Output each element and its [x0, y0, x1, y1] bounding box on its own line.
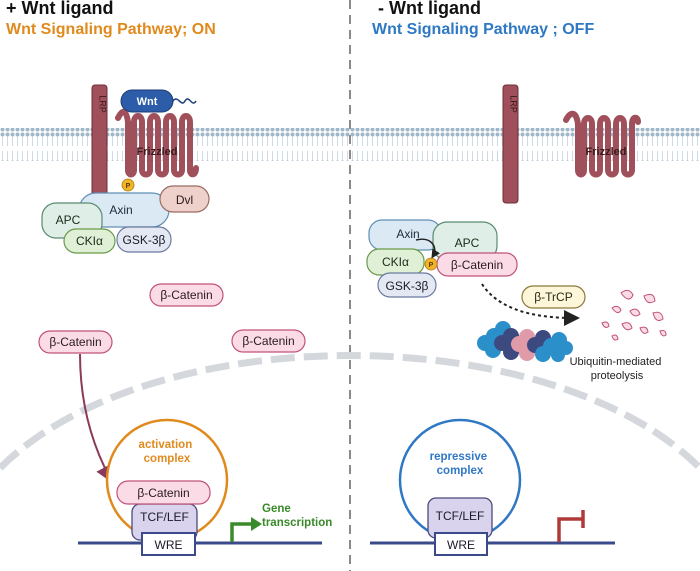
dvl	[159, 185, 210, 213]
phosphorylation-arrow	[415, 238, 440, 259]
right-panel-subheading: Wnt Signaling Pathway ; OFF	[372, 21, 595, 38]
right-panel: LRP Frizzled Axin APC CKIα GSK-3β β-Cate…	[366, 84, 667, 556]
wnt-label: Wnt	[137, 96, 158, 108]
right-phosphate-label: P	[429, 262, 434, 269]
activation-complex-label: activation complex	[139, 439, 196, 465]
btrcp	[521, 285, 586, 309]
btrcp-label: β-TrCP	[534, 290, 572, 304]
cytoplasmic-beta-catenin-2-label: β-Catenin	[242, 334, 294, 348]
proteolysis-label: Ubiquitin-mediated proteolysis	[570, 356, 665, 382]
right-gsk3b-label: GSK-3β	[386, 279, 429, 293]
right-panel-heading: - Wnt ligand	[378, 0, 481, 18]
transcription-arrowhead	[251, 517, 262, 531]
left-phosphate	[121, 178, 135, 192]
repressive-complex-line2: complex	[437, 465, 484, 477]
right-frizzled-label: Frizzled	[586, 146, 627, 158]
right-wre	[434, 532, 488, 556]
repressive-complex-line1: repressive	[430, 451, 488, 463]
nuclear-beta-catenin-label: β-Catenin	[137, 486, 189, 500]
left-wre-label: WRE	[155, 538, 183, 552]
nuclear-envelope	[0, 352, 700, 471]
left-wre	[141, 532, 196, 556]
translocating-beta-catenin	[38, 330, 113, 354]
left-gsk3b	[116, 226, 172, 253]
right-gsk3b	[377, 272, 437, 298]
cytoplasmic-beta-catenin-label: β-Catenin	[160, 288, 212, 302]
left-frizzled-receptor	[115, 108, 199, 178]
proteasome	[477, 321, 573, 362]
activation-complex-line1: activation	[139, 439, 193, 451]
right-beta-catenin-label: β-Catenin	[451, 258, 503, 272]
cytoplasmic-beta-catenin-2	[231, 329, 306, 353]
cytoplasmic-beta-catenin	[149, 283, 224, 307]
repression-line	[557, 517, 583, 542]
gene-transcription-line2: transcription	[262, 517, 332, 529]
right-axin-label: Axin	[396, 227, 419, 241]
activation-complex-line2: complex	[144, 453, 191, 465]
nuclear-beta-catenin	[116, 480, 211, 505]
dvl-label: Dvl	[176, 193, 193, 207]
left-panel: LRP Frizzled Wnt Axin Dvl P APC	[38, 84, 332, 556]
peptide-fragments	[601, 289, 667, 341]
repressive-complex-label: repressive complex	[430, 451, 491, 477]
left-frizzled-label: Frizzled	[137, 146, 178, 158]
left-lrp-label: LRP	[98, 95, 108, 113]
left-gsk3b-label: GSK-3β	[123, 233, 166, 247]
translocating-beta-catenin-label: β-Catenin	[49, 335, 101, 349]
proteolysis-line2: proteolysis	[591, 370, 644, 382]
nuclear-translocation-arrow	[79, 353, 113, 484]
right-ckia-label: CKIα	[382, 255, 409, 269]
left-phosphate-label: P	[126, 183, 131, 190]
right-frizzled-receptor	[563, 110, 641, 178]
right-apc-label: APC	[455, 236, 480, 250]
gene-transcription-line1: Gene	[262, 503, 291, 515]
right-phosphate	[424, 257, 438, 271]
left-ckia-label: CKIα	[76, 234, 103, 248]
right-lrp-label: LRP	[509, 95, 519, 113]
left-axin-label: Axin	[109, 203, 132, 217]
proteolysis-line1: Ubiquitin-mediated	[570, 356, 662, 368]
left-tcf-lef-label: TCF/LEF	[140, 510, 189, 524]
right-wre-label: WRE	[447, 538, 475, 552]
left-apc-label: APC	[56, 213, 81, 227]
degradation-arrow	[481, 283, 580, 326]
right-lrp-receptor	[502, 84, 519, 204]
left-ckia	[63, 228, 116, 254]
transcription-arrow	[230, 522, 253, 542]
right-tcf-lef-label: TCF/LEF	[436, 509, 485, 523]
left-panel-subheading: Wnt Signaling Pathway; ON	[6, 21, 216, 38]
left-panel-heading: + Wnt ligand	[6, 0, 114, 18]
gene-transcription-label: Gene transcription	[262, 503, 332, 529]
wnt-ligand-tail	[172, 98, 197, 104]
